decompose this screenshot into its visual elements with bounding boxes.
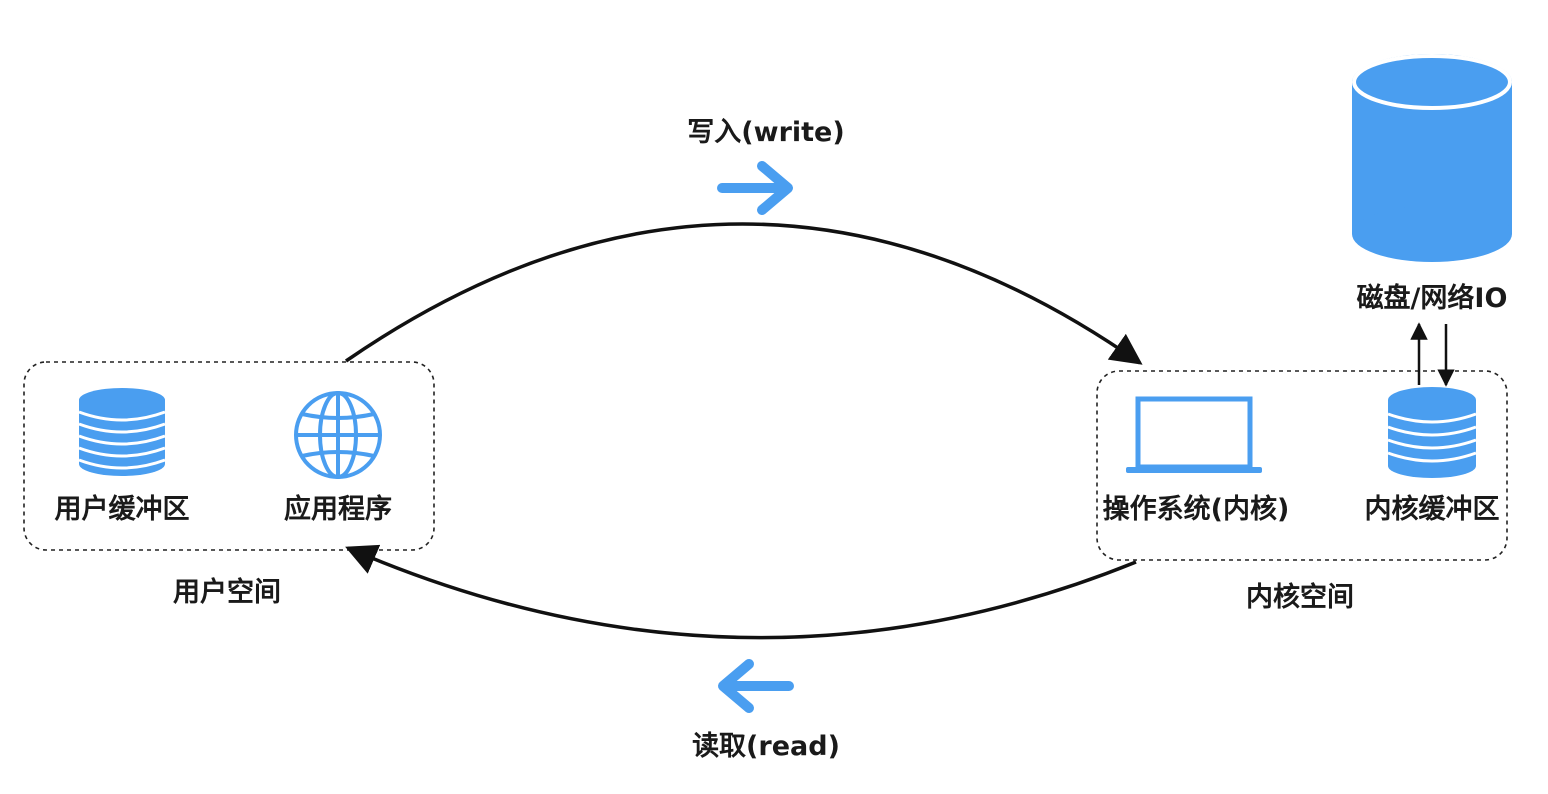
write-label: 写入(write) <box>687 117 844 148</box>
right-arrow-icon <box>717 161 793 215</box>
database-stack-icon <box>1387 387 1477 478</box>
database-stack-icon <box>78 388 166 476</box>
application-label: 应用程序 <box>284 493 392 525</box>
read-label: 读取(read) <box>692 731 840 762</box>
globe-icon <box>294 391 382 479</box>
kernel-buffer-label: 内核缓冲区 <box>1365 493 1500 525</box>
disk-network-io-label: 磁盘/网络IO <box>1357 282 1508 314</box>
disk-cylinder-icon <box>1352 54 1512 262</box>
read-flow-arc <box>345 544 1137 640</box>
write-flow-arc <box>345 222 1143 365</box>
kernel-space-title: 内核空间 <box>1246 581 1354 613</box>
left-arrow-icon <box>718 659 794 713</box>
user-space-title: 用户空间 <box>173 576 281 608</box>
os-kernel-label: 操作系统(内核) <box>1103 493 1290 525</box>
laptop-icon <box>1126 396 1262 473</box>
kernel-space-box <box>1096 370 1508 561</box>
user-buffer-label: 用户缓冲区 <box>55 493 190 525</box>
user-space-box <box>23 361 435 551</box>
